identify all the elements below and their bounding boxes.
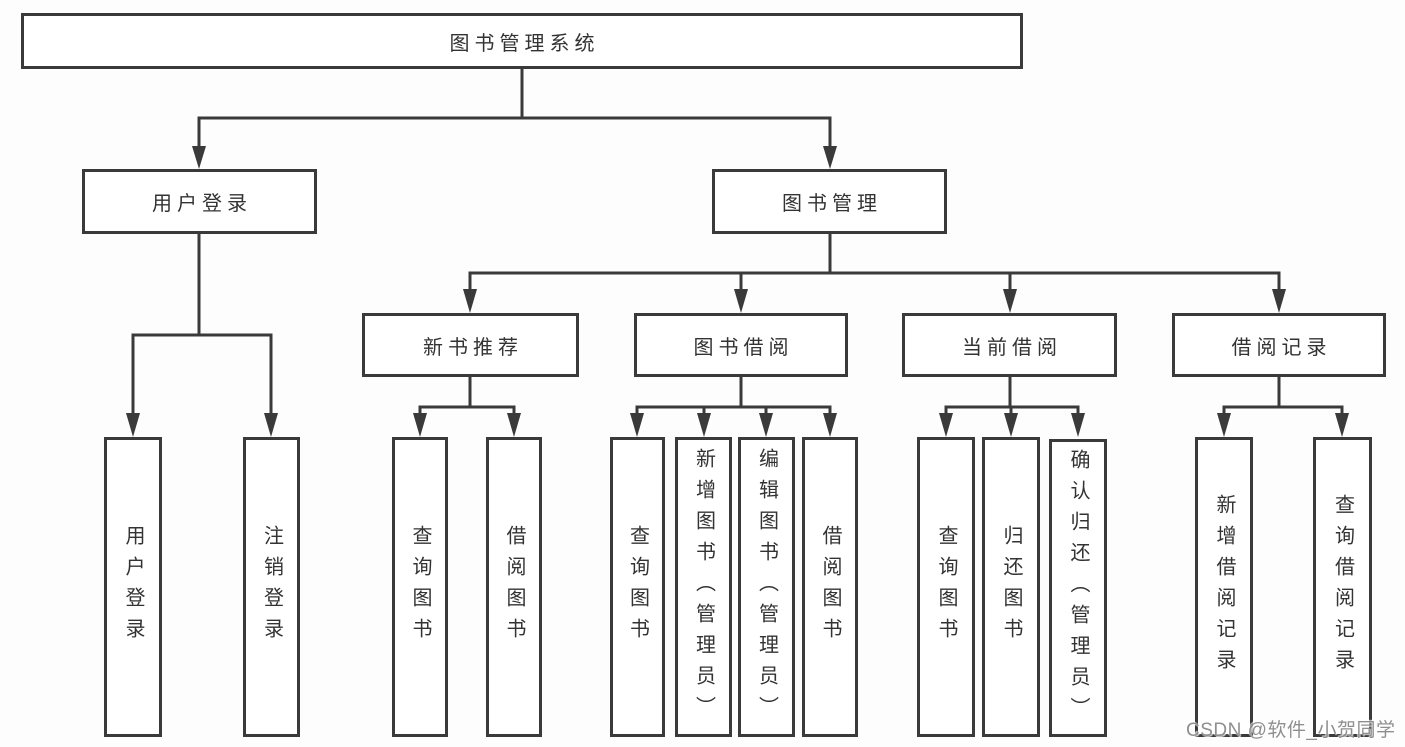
leaf-borrowing-edit-books-admin: 编辑图书（管理员） xyxy=(738,437,795,737)
csdn-watermark: CSDN @软件_小贺同学 xyxy=(1186,720,1396,741)
node-borrowing-records: 借阅记录 xyxy=(1172,313,1386,377)
leaf-current-return-books: 归还图书 xyxy=(982,437,1040,737)
node-book-borrowing: 图书借阅 xyxy=(634,313,848,377)
leaf-records-query-record: 查询借阅记录 xyxy=(1313,437,1372,737)
leaf-borrowing-add-books-admin: 新增图书（管理员） xyxy=(675,437,732,737)
node-current-borrowing: 当前借阅 xyxy=(902,313,1117,377)
node-book-management-system: 图书管理系统 xyxy=(21,13,1023,69)
leaf-records-add-record: 新增借阅记录 xyxy=(1195,437,1253,737)
leaf-recommend-borrow-books: 借阅图书 xyxy=(486,437,542,737)
leaf-logout: 注销登录 xyxy=(243,437,300,737)
leaf-user-login: 用户登录 xyxy=(104,437,162,737)
node-new-book-recommend: 新书推荐 xyxy=(362,313,579,377)
leaf-current-confirm-return-admin: 确认归还（管理员） xyxy=(1049,439,1107,737)
leaf-recommend-query-books: 查询图书 xyxy=(392,437,448,737)
node-book-management: 图书管理 xyxy=(712,169,947,234)
leaf-current-query-books: 查询图书 xyxy=(917,437,975,737)
leaf-borrowing-borrow-books: 借阅图书 xyxy=(802,437,858,737)
node-user-login: 用户登录 xyxy=(82,169,317,234)
leaf-borrowing-query-books: 查询图书 xyxy=(610,437,665,737)
